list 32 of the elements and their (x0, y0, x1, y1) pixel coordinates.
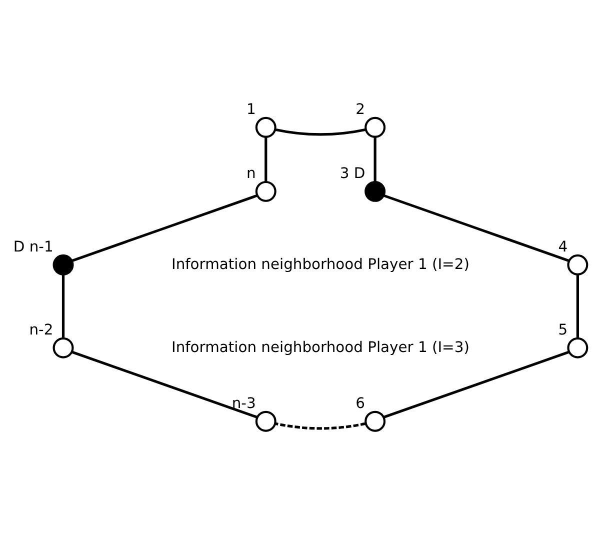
node-circle (255, 410, 276, 432)
node-label: n-3 (232, 394, 256, 412)
connector (576, 274, 579, 338)
node-circle (567, 337, 588, 358)
node-label: n (246, 165, 256, 182)
node-label: 1 (246, 100, 256, 118)
node-circle (364, 180, 386, 202)
node-label: n-2 (29, 321, 54, 338)
node-circle (364, 410, 386, 432)
connector (374, 137, 376, 182)
node-label: 4 (558, 238, 568, 256)
node-label: 3 D (340, 165, 366, 182)
node-circle (255, 180, 276, 202)
node-label: 5 (558, 321, 568, 338)
node-circle (364, 116, 386, 138)
connector (275, 422, 366, 430)
connector (72, 194, 258, 262)
node-label: D n-1 (13, 238, 54, 256)
node-circle (567, 254, 588, 276)
label: Information neighborhood Player 1 (I=2) (171, 256, 470, 273)
connector (383, 194, 570, 262)
connector (384, 350, 570, 418)
connector (62, 274, 65, 338)
connector (72, 350, 258, 418)
node-circle (52, 337, 74, 358)
node-circle (52, 254, 74, 276)
node-label: 2 (356, 100, 366, 118)
connector (275, 128, 366, 136)
label: Information neighborhood Player 1 (I=3) (171, 338, 470, 356)
node-circle (255, 116, 276, 138)
connector (264, 137, 268, 182)
node-label: 6 (356, 394, 366, 412)
